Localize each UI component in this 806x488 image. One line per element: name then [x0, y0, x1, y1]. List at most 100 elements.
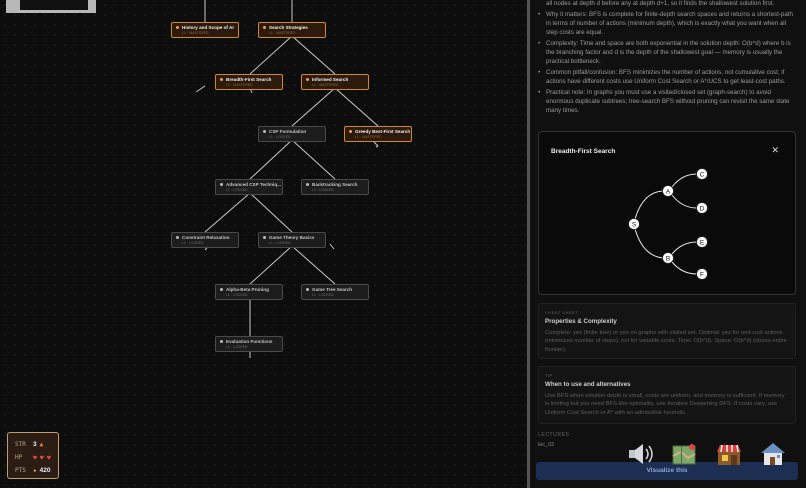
tree-node-label: C: [700, 171, 705, 178]
tree-node-label: S: [632, 221, 637, 228]
player-stats-panel: STR 3 ▲ HP ♥ ♥ ♥ PTS ★ 420: [7, 432, 59, 479]
skill-node-constraint-relaxation[interactable]: Constraint Relaxation L1 · LOCKED: [171, 232, 239, 248]
skill-node-advanced-csp[interactable]: Advanced CSP Techniq... L1 · LOCKED: [215, 179, 283, 195]
card-kicker: TIP: [545, 373, 553, 378]
edge-stub: [195, 85, 379, 251]
visualize-button[interactable]: Visualize this: [536, 462, 798, 480]
tree-node-label: B: [666, 255, 670, 262]
home-icon-graphic: [761, 443, 785, 465]
stat-hp: HP ♥ ♥ ♥: [15, 451, 51, 464]
skill-node-informed-search[interactable]: Informed Search L1 · MASTERED: [301, 74, 369, 90]
status-dot: [176, 236, 179, 240]
skill-node-history-ai[interactable]: History and Scope of AI L1 · MASTERED: [171, 22, 239, 38]
stat-str: STR 3 ▲: [15, 438, 51, 451]
stat-pts: PTS ★ 420: [15, 464, 51, 477]
skill-node-csp-formulation[interactable]: CSP Formulation L1 · LOCKED: [258, 126, 326, 142]
tree-node-e: E: [696, 236, 708, 248]
stat-label: STR: [15, 441, 26, 448]
speaker-icon[interactable]: [626, 440, 656, 468]
skill-node-game-theory[interactable]: Game Theory Basics L1 · LOCKED: [258, 232, 326, 248]
status-dot: [263, 236, 266, 240]
skill-node-evaluation-functions[interactable]: Evaluation Functions L1 · LOCKED: [215, 336, 283, 352]
status-dot: [220, 183, 223, 187]
tree-edge-a-c: [671, 173, 698, 188]
node-meta: L1 · LOCKED: [269, 134, 291, 139]
node-title: History and Scope of AI: [182, 25, 234, 30]
tree-edge-s-b: [634, 228, 664, 259]
status-dot: [176, 26, 179, 30]
tree-node-label: F: [700, 271, 704, 278]
edge: [249, 192, 293, 233]
edge: [249, 35, 293, 75]
edge: [204, 192, 251, 233]
status-dot: [263, 130, 266, 134]
skill-node-greedy-best-first[interactable]: Greedy Best-First Search L1 · MASTERED: [344, 126, 412, 142]
home-icon[interactable]: [758, 440, 788, 468]
tree-node-label: A: [666, 188, 671, 195]
tree-node-d: D: [696, 202, 708, 214]
node-title: Greedy Best-First Search: [355, 129, 411, 134]
bullet: Why it matters: BFS is complete for fini…: [538, 11, 796, 38]
card-body: Complete: yes (finite tree) or yes on gr…: [545, 330, 787, 353]
edge: [291, 139, 336, 180]
status-dot: [306, 78, 309, 82]
shop-icon[interactable]: [714, 440, 744, 468]
node-title: Alpha-Beta Pruning: [226, 287, 269, 292]
node-title: CSP Formulation: [269, 129, 307, 134]
card-title: When to use and alternatives: [545, 381, 631, 388]
node-title: Evaluation Functions: [226, 339, 273, 344]
tree-edge-b-f: [671, 261, 698, 275]
stat-label: HP: [15, 454, 23, 461]
node-title: Constraint Relaxation: [182, 235, 230, 240]
skill-tree-canvas[interactable]: History and Scope of AI L1 · MASTERED Se…: [0, 0, 527, 488]
lecture-link[interactable]: lec_02: [538, 442, 555, 448]
status-dot: [306, 288, 309, 292]
skill-node-backtracking[interactable]: Backtracking Search L1 · LOCKED: [301, 179, 369, 195]
node-meta: L1 · LOCKED: [269, 240, 291, 245]
heart-icon: ♥: [33, 453, 37, 462]
heart-icon: ♥: [39, 453, 44, 462]
star-icon: ★: [33, 467, 37, 474]
node-meta: L1 · LOCKED: [226, 292, 248, 297]
skill-node-search-strategies[interactable]: Search Strategies L1 · MASTERED: [258, 22, 326, 38]
node-meta: L1 · LOCKED: [226, 187, 248, 192]
node-meta: L1 · LOCKED: [312, 292, 334, 297]
panel-divider[interactable]: [527, 0, 530, 488]
node-title: Search Strategies: [269, 25, 308, 30]
card-title: Properties & Complexity: [545, 318, 617, 325]
tree-node-c: C: [696, 168, 708, 180]
tree-edge-a-d: [671, 194, 698, 209]
skill-node-game-tree-search[interactable]: Game Tree Search L1 · LOCKED: [301, 284, 369, 300]
minimap[interactable]: [6, 0, 96, 13]
speaker-icon-graphic: [629, 444, 653, 464]
heart-icon: ♥: [46, 453, 51, 462]
bullet: Common pitfall/confusion: BFS minimizes …: [538, 69, 796, 87]
tree-node-s: S: [628, 218, 640, 230]
tip-card: TIP When to use and alternatives Use BFS…: [538, 366, 796, 424]
fire-icon: ▲: [39, 441, 44, 448]
minimap-viewport[interactable]: [20, 0, 88, 10]
edge: [249, 245, 293, 285]
bullet: Complexity: Time and space are both expo…: [538, 40, 796, 67]
cheat-sheet-card: CHEAT SHEET Properties & Complexity Comp…: [538, 303, 796, 359]
card-kicker: CHEAT SHEET: [545, 310, 579, 315]
node-meta: L1 · MASTERED: [182, 30, 209, 35]
explanation: all nodes at depth d before any at depth…: [538, 0, 796, 118]
close-icon[interactable]: ✕: [771, 145, 779, 155]
tree-node-a: A: [662, 185, 674, 197]
skill-node-alpha-beta[interactable]: Alpha-Beta Pruning L1 · LOCKED: [215, 284, 283, 300]
map-icon[interactable]: [670, 440, 700, 468]
tree-edge-b-e: [671, 241, 698, 255]
node-meta: L1 · MASTERED: [226, 82, 253, 87]
skill-node-bfs[interactable]: Breadth-First Search L1 · MASTERED: [215, 74, 283, 90]
edge: [291, 35, 336, 75]
node-title: Game Tree Search: [312, 287, 353, 292]
status-dot: [306, 183, 309, 187]
edge: [334, 87, 379, 127]
card-body: Use BFS when solution depth is small, co…: [545, 393, 785, 416]
tree-edges: [195, 0, 379, 358]
node-title: Informed Search: [312, 77, 349, 82]
bullet: Practical note: In graphs you must use a…: [538, 89, 796, 116]
node-meta: L1 · MASTERED: [355, 134, 382, 139]
